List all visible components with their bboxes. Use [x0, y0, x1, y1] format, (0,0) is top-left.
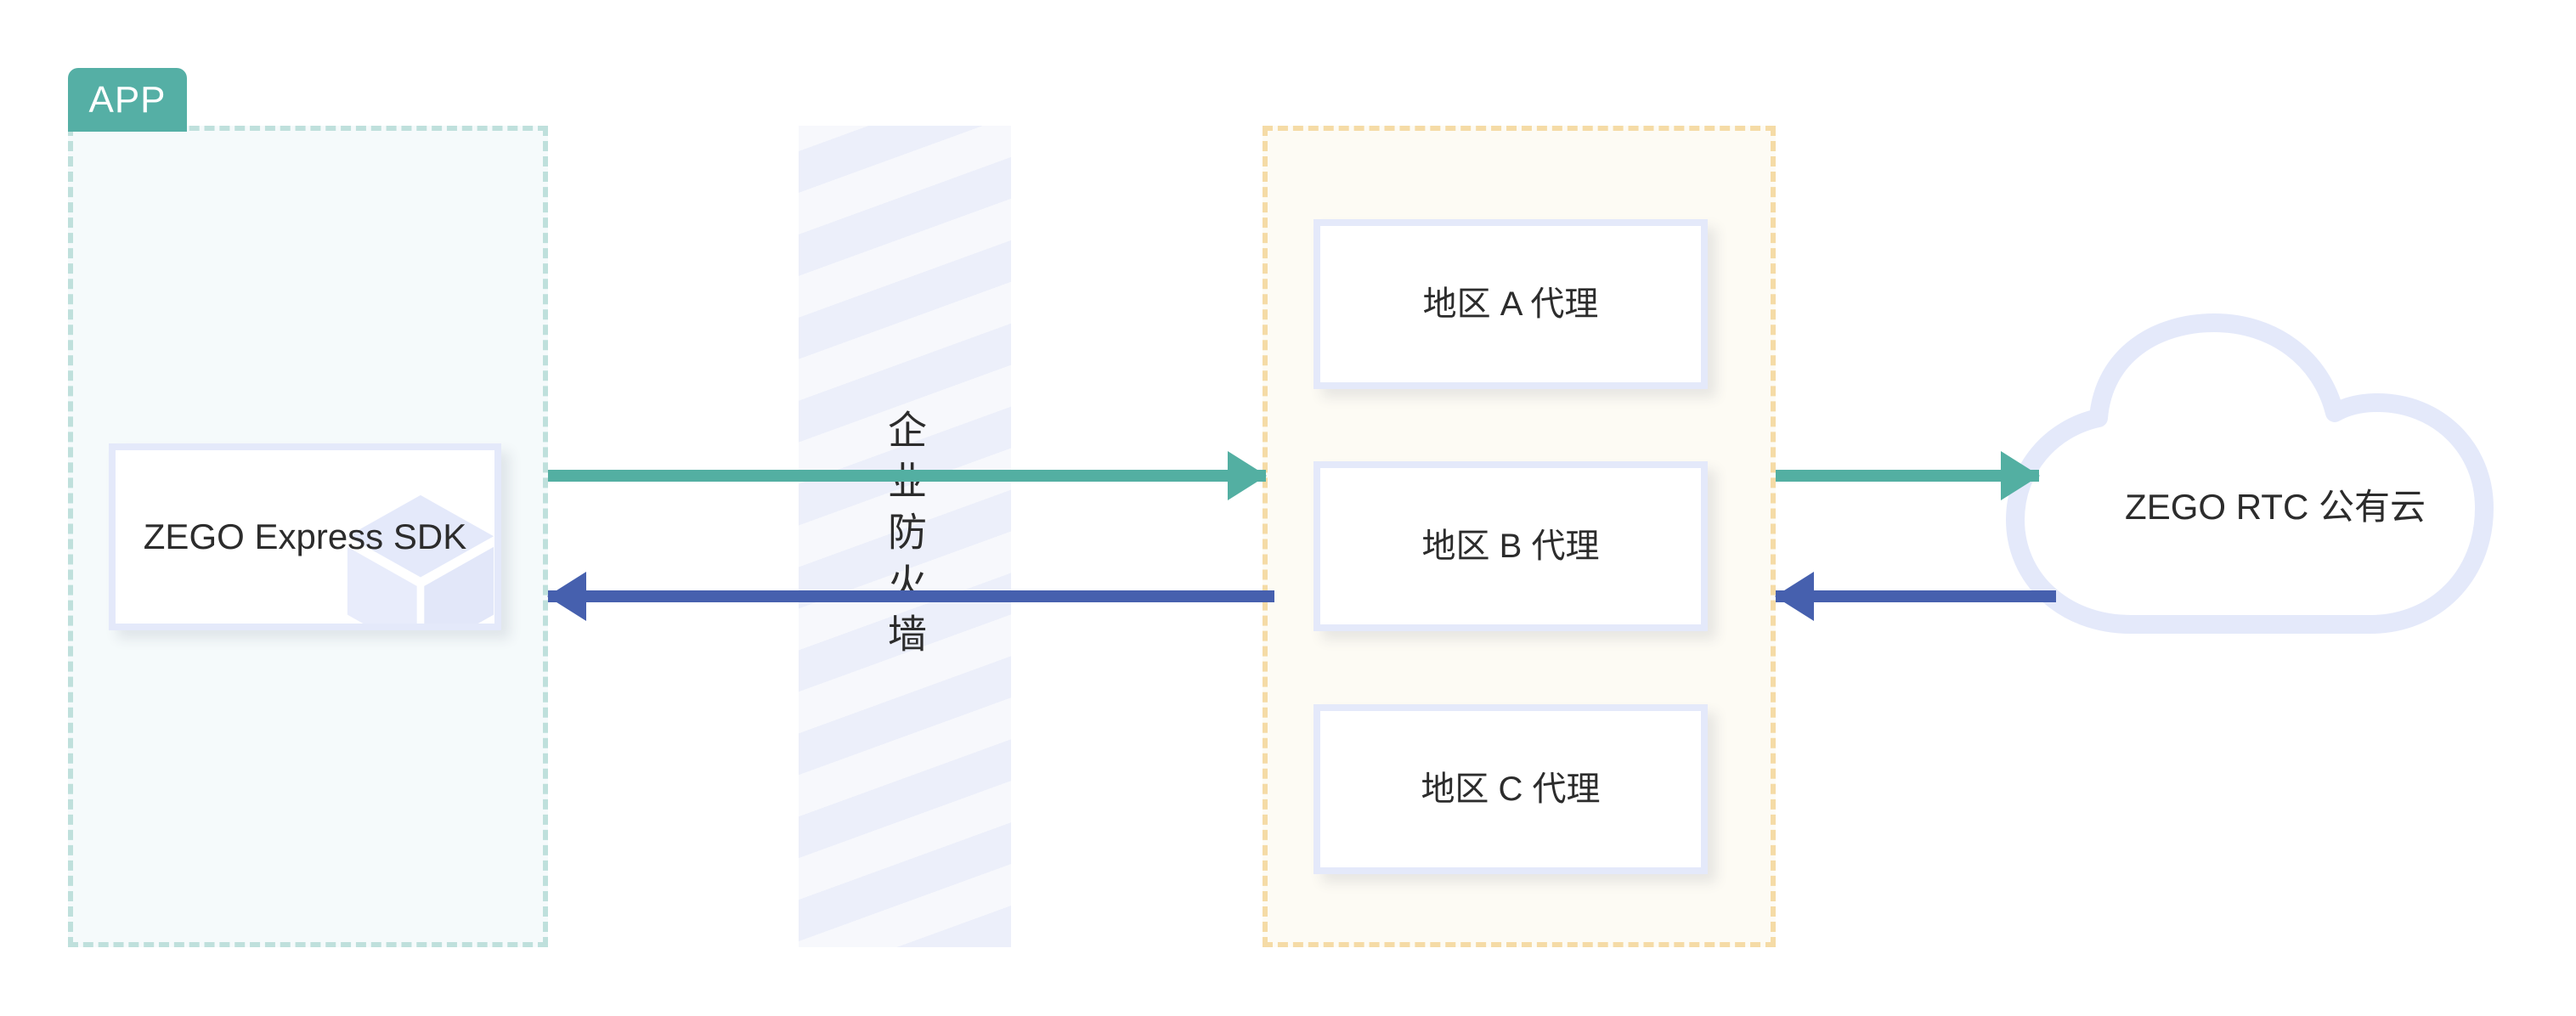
- proxy-node-region-c[interactable]: 地区 C 代理: [1313, 704, 1708, 874]
- flow-downlink-cloud-to-proxy: [1775, 572, 2056, 621]
- zego-rtc-public-cloud-node[interactable]: ZEGO RTC 公有云: [2003, 313, 2547, 641]
- proxy-node-region-a-label: 地区 A 代理: [1422, 285, 1599, 323]
- flow-downlink-proxy-to-app-shaft: [548, 590, 1274, 602]
- flow-downlink-proxy-to-app-arrowhead: [547, 572, 586, 621]
- enterprise-firewall-label: 企业防火墙: [883, 409, 928, 664]
- cloud-shape-icon: [2006, 313, 2494, 634]
- cube-3d-icon: [347, 494, 494, 624]
- proxy-node-region-b[interactable]: 地区 B 代理: [1313, 461, 1708, 631]
- zego-express-sdk-node[interactable]: ZEGO Express SDK: [109, 443, 501, 630]
- flow-downlink-cloud-to-proxy-arrowhead: [1775, 572, 1814, 621]
- flow-uplink-app-to-proxy: [548, 451, 1267, 500]
- app-zone-badge-label: APP: [88, 78, 167, 121]
- flow-uplink-app-to-proxy-arrowhead: [1228, 451, 1267, 500]
- app-zone-badge: APP: [68, 68, 187, 132]
- enterprise-firewall-band: 企业防火墙: [799, 126, 1011, 947]
- flow-uplink-proxy-to-cloud-shaft: [1776, 470, 2039, 482]
- proxy-node-region-b-label: 地区 B 代理: [1421, 528, 1600, 565]
- proxy-node-region-c-label: 地区 C 代理: [1421, 770, 1601, 808]
- flow-downlink-cloud-to-proxy-shaft: [1776, 590, 2056, 602]
- proxy-node-region-a[interactable]: 地区 A 代理: [1313, 219, 1708, 389]
- flow-uplink-proxy-to-cloud: [1776, 451, 2040, 500]
- zego-rtc-public-cloud-label: ZEGO RTC 公有云: [2125, 487, 2426, 527]
- flow-downlink-proxy-to-app: [547, 572, 1274, 621]
- flow-uplink-proxy-to-cloud-arrowhead: [2001, 451, 2040, 500]
- flow-uplink-app-to-proxy-shaft: [548, 470, 1266, 482]
- zego-express-sdk-label: ZEGO Express SDK: [143, 516, 467, 556]
